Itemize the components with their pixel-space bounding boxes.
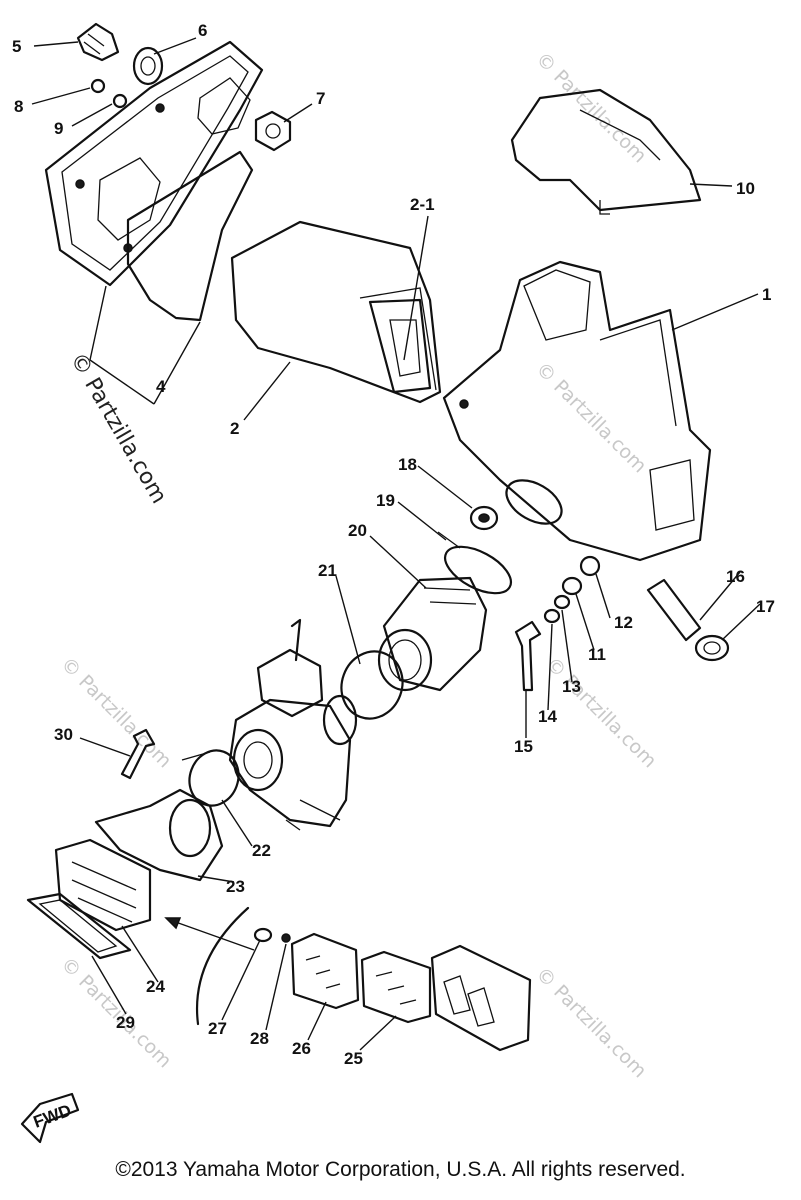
reed-group-arrow	[169, 919, 255, 951]
callout-labels: 5 6 8 9 7 10 2-1 1 4 2 18 19 20 21 16 17…	[12, 21, 775, 1068]
callout-14: 14	[538, 707, 557, 726]
watermark: © Partzilla.com	[531, 358, 650, 477]
fastener-set	[514, 555, 601, 692]
callout-9: 9	[54, 119, 63, 138]
callout-1: 1	[762, 285, 771, 304]
callout-26: 26	[292, 1039, 311, 1058]
callout-27: 27	[208, 1019, 227, 1038]
gasket	[126, 150, 254, 322]
cover-plate	[510, 88, 702, 215]
callout-20: 20	[348, 521, 367, 540]
leader-lines	[31, 37, 761, 1051]
callout-28: 28	[250, 1029, 269, 1048]
callout-8: 8	[14, 97, 23, 116]
forward-indicator: FWD	[20, 1092, 80, 1144]
callout-7: 7	[316, 89, 325, 108]
drain-tube	[646, 578, 730, 662]
callout-15: 15	[514, 737, 533, 756]
callout-11: 11	[588, 645, 606, 664]
watermark: © Partzilla.com	[531, 48, 650, 167]
watermark: © Partzilla.com	[56, 653, 175, 772]
watermarks: © Partzilla.com © Partzilla.com © Partzi…	[56, 48, 660, 1082]
callout-10: 10	[736, 179, 755, 198]
intake-manifold-assembly	[94, 728, 240, 882]
arrowhead	[164, 917, 182, 930]
callout-24: 24	[146, 977, 165, 996]
callout-16: 16	[726, 567, 745, 586]
bracket	[196, 906, 250, 1026]
callout-2: 2	[230, 419, 239, 438]
clamp	[340, 650, 404, 720]
callout-23: 23	[226, 877, 245, 896]
callout-2-1: 2-1	[410, 195, 435, 214]
callout-13: 13	[562, 677, 581, 696]
callout-21: 21	[318, 561, 337, 580]
callout-5: 5	[12, 37, 21, 56]
carburetor	[228, 618, 358, 831]
top-small-parts	[76, 22, 292, 152]
intake-joint-assembly	[377, 505, 512, 692]
air-filter-element	[230, 220, 442, 404]
reed-parts	[253, 927, 532, 1052]
reed-valve-block	[26, 838, 152, 960]
callout-18: 18	[398, 455, 417, 474]
callout-19: 19	[376, 491, 395, 510]
air-box	[442, 260, 712, 562]
watermark: © Partzilla.com	[541, 653, 660, 772]
copyright-notice: ©2013 Yamaha Motor Corporation, U.S.A. A…	[115, 1158, 686, 1181]
callout-25: 25	[344, 1049, 363, 1068]
callout-17: 17	[756, 597, 775, 616]
callout-12: 12	[614, 613, 633, 632]
watermark: © Partzilla.com	[531, 963, 650, 1082]
callout-29: 29	[116, 1013, 135, 1032]
callout-30: 30	[54, 725, 73, 744]
callout-6: 6	[198, 21, 207, 40]
air-cleaner-cover	[44, 40, 264, 287]
callout-22: 22	[252, 841, 271, 860]
watermark: © Partzilla.com	[65, 349, 172, 509]
callout-4: 4	[156, 377, 166, 396]
fwd-label: FWD	[31, 1101, 74, 1132]
